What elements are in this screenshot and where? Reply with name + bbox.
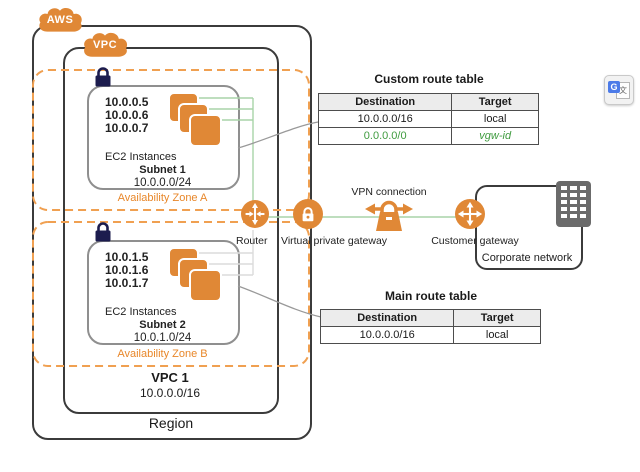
table-row: 10.0.0.0/16 local [321,326,540,343]
table-row: 0.0.0.0/0 vgw-id [319,127,538,144]
route-target: local [485,329,509,341]
route-target: vgw-id [479,130,512,142]
aws-cloud-badge: AWS [36,5,84,35]
table-header-row: Destination Target [321,310,540,326]
subnet2-cidr: 10.0.1.0/24 [133,332,192,344]
vpc-cloud-label: VPC [92,39,118,51]
cloud-icon [39,8,82,32]
corporate-network-label: Corporate network [481,252,573,264]
col-header-destination: Destination [319,94,453,110]
availability-zone-b-label: Availability Zone B [117,348,208,360]
main-route-table-title: Main route table [384,289,477,303]
vpn-connection-icon [363,198,415,237]
subnet2-ip-list: 10.0.1.5 10.0.1.6 10.0.1.7 [105,251,148,290]
lock-icon [93,221,113,248]
vpn-connection-label: VPN connection [351,186,427,198]
ip-address: 10.0.0.7 [105,121,149,135]
route-destination: 0.0.0.0/0 [319,128,453,144]
col-header-target: Target [454,310,540,326]
aws-cloud-label: AWS [46,14,74,26]
translate-g-icon: G [608,81,620,93]
table-row: 10.0.0.0/16 local [319,110,538,127]
customer-gateway-icon [455,199,485,229]
table-header-row: Destination Target [319,94,538,110]
subnet1-cidr: 10.0.0.0/24 [133,177,192,189]
custom-route-table: Destination Target 10.0.0.0/16 local 0.0… [318,93,539,145]
virtual-private-gateway-icon [293,199,323,229]
cloud-icon [84,32,128,57]
ec2-instances-label: EC2 Instances [105,306,177,318]
ec2-instances-label: EC2 Instances [105,151,177,163]
vpc-name: VPC 1 [151,370,189,385]
translate-extension-button[interactable]: 文 G [604,75,634,105]
availability-zone-a-label: Availability Zone A [117,192,208,204]
router-label: Router [236,235,268,247]
router-icon [241,200,269,228]
route-destination: 10.0.0.0/16 [321,327,455,343]
lock-icon [93,66,113,93]
route-destination: 10.0.0.0/16 [319,111,453,127]
ip-address: 10.0.1.7 [105,276,149,290]
vpc-cidr: 10.0.0.0/16 [139,386,201,400]
subnet1-name: Subnet 1 [139,164,186,176]
col-header-target: Target [452,94,538,110]
region-label: Region [148,415,194,431]
vpc-cloud-badge: VPC [80,30,130,60]
route-target: local [483,113,507,125]
subnet2-name: Subnet 2 [139,319,186,331]
customer-gateway-label: Customer gateway [431,235,519,247]
building-icon [556,181,591,227]
custom-route-table-title: Custom route table [374,72,484,86]
subnet1-ip-list: 10.0.0.5 10.0.0.6 10.0.0.7 [105,96,148,135]
main-route-table: Destination Target 10.0.0.0/16 local [320,309,541,344]
col-header-destination: Destination [321,310,455,326]
